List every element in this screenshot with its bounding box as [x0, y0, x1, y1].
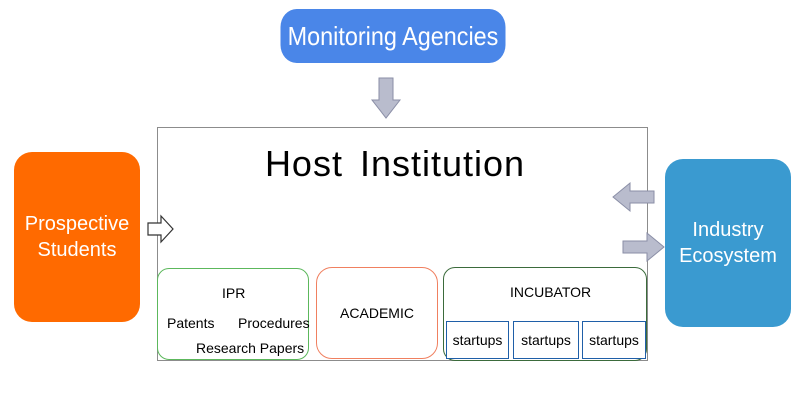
- students-label-line2: Students: [37, 239, 117, 261]
- industry-label-line2: Ecosystem: [679, 245, 777, 267]
- students-label-line1: Prospective: [24, 213, 130, 235]
- academic-box: ACADEMIC: [316, 267, 438, 359]
- arrow-right-icon: [622, 231, 665, 263]
- arrow-left-icon: [612, 181, 655, 213]
- ipr-item-research-papers: Research Papers: [196, 340, 305, 356]
- ipr-item-procedures: Procedures: [238, 315, 310, 331]
- ipr-item-patents: Patents: [167, 315, 215, 331]
- prospective-students-node: Prospective Students: [14, 152, 140, 322]
- arrow-down-icon: [370, 77, 402, 119]
- host-institution-title: Host Institution: [264, 143, 526, 184]
- industry-ecosystem-node: Industry Ecosystem: [665, 159, 791, 327]
- ipr-box: IPR Patents Procedures Research Papers: [157, 268, 310, 360]
- industry-label-line1: Industry: [692, 219, 764, 241]
- academic-title: ACADEMIC: [340, 305, 414, 321]
- incubator-box: INCUBATOR startups startups startups: [443, 267, 647, 361]
- incubator-title: INCUBATOR: [510, 284, 592, 300]
- monitoring-agencies-node: Monitoring Agencies: [280, 9, 506, 63]
- ipr-title: IPR: [222, 285, 246, 301]
- startup-box: startups: [446, 321, 509, 359]
- arrow-right-outline-icon: [147, 214, 174, 244]
- startup-box: startups: [513, 321, 579, 359]
- startup-box: startups: [582, 321, 646, 359]
